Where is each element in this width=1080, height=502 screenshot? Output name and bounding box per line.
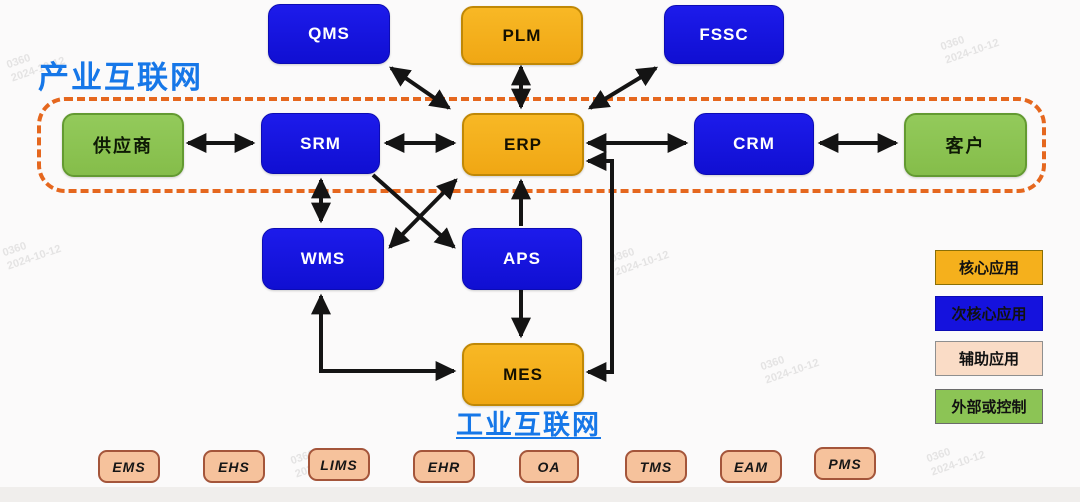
node-wms: WMS [262,228,384,290]
chip-tms: TMS [625,450,687,483]
chip-pms: PMS [814,447,876,480]
chip-lims: LIMS [308,448,370,481]
chip-ehs: EHS [203,450,265,483]
arrow-wms-mes [311,293,457,381]
node-customer: 客户 [904,113,1027,177]
industry-internet-title: 产业互联网 [38,60,203,95]
legend-external-or-control: 外部或控制 [935,389,1043,424]
node-qms: QMS [268,4,390,64]
node-crm: CRM [694,113,814,175]
node-supplier: 供应商 [62,113,184,177]
chip-oa: OA [519,450,579,483]
chip-ems: EMS [98,450,160,483]
bottom-strip [0,487,1080,502]
chip-ehr: EHR [413,450,475,483]
node-erp: ERP [462,113,584,176]
node-fssc: FSSC [664,5,784,64]
node-plm: PLM [461,6,583,65]
legend-core-app: 核心应用 [935,250,1043,285]
legend-auxiliary-app: 辅助应用 [935,341,1043,376]
legend-secondary-core-app: 次核心应用 [935,296,1043,331]
industry-internet-boundary [37,97,1046,193]
chip-eam: EAM [720,450,782,483]
node-aps: APS [462,228,582,290]
industrial-internet-title: 工业互联网 [456,410,601,440]
node-srm: SRM [261,113,380,174]
node-mes: MES [462,343,584,406]
